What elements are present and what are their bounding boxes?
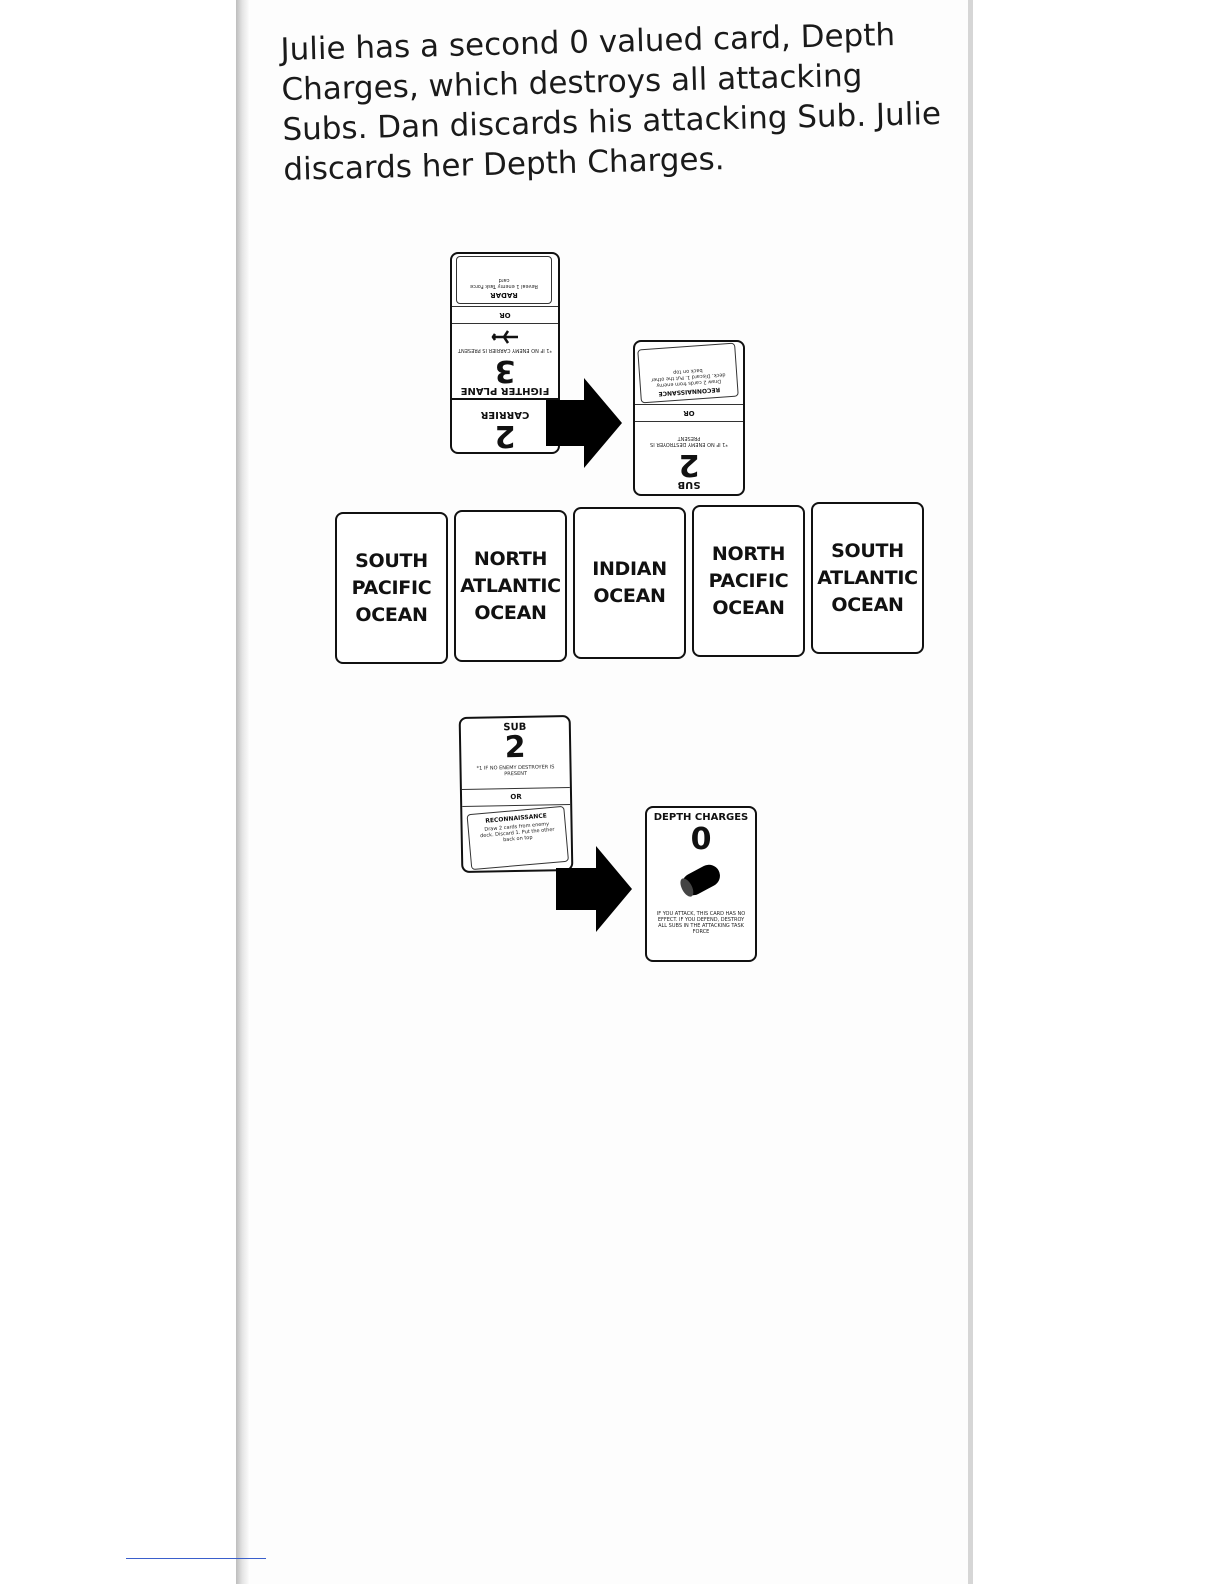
depth-charges-card: DEPTH CHARGES 0 IF YOU ATTACK, THIS CARD… [645, 806, 757, 962]
radar-text: Reveal 1 enemy Task Force card [470, 277, 538, 289]
ocean-line: OCEAN [712, 596, 785, 619]
ocean-line: PACIFIC [708, 569, 789, 592]
top-recon-inner-card: RECONNAISSANCE Draw 2 cards from enemy d… [637, 342, 739, 404]
carrier-card-value: 2 [494, 418, 516, 453]
ocean-line: OCEAN [474, 601, 547, 624]
fighter-or-band: OR [452, 306, 558, 324]
top-sub-or-band: OR [635, 404, 743, 422]
ocean-line: NORTH [473, 547, 548, 570]
page-scan [250, 0, 968, 1584]
depth-charges-name: DEPTH CHARGES [653, 812, 749, 823]
ocean-card-south-atlantic: SOUTH ATLANTIC OCEAN [811, 502, 924, 654]
page-edge-right [968, 0, 973, 1584]
ocean-line: SOUTH [355, 549, 428, 572]
fighter-plane-card: FIGHTER PLANE 3 *1 IF NO ENEMY CARRIER I… [452, 252, 558, 398]
attack-arrow-top [546, 378, 622, 468]
ocean-line: ATLANTIC [460, 574, 561, 597]
carrier-card-name: CARRIER [480, 409, 530, 420]
bottom-recon-inner-card: RECONNAISSANCE Draw 2 cards from enemy d… [466, 805, 570, 871]
radar-name: RADAR [490, 291, 518, 299]
bottom-sub-condition: *1 IF NO ENEMY DESTROYER IS PRESENT [476, 764, 555, 778]
ocean-line: OCEAN [355, 603, 428, 626]
ocean-line: OCEAN [831, 593, 904, 616]
instruction-paragraph: Julie has a second 0 valued card, Depth … [280, 16, 942, 188]
radar-inner-card: RADAR Reveal 1 enemy Task Force card [456, 256, 552, 304]
ocean-card-north-atlantic: NORTH ATLANTIC OCEAN [454, 510, 567, 662]
ocean-card-indian: INDIAN OCEAN [573, 507, 686, 659]
ocean-line: SOUTH [831, 539, 904, 562]
depth-charges-value: 0 [690, 822, 712, 857]
carrier-card-strip: 2 CARRIER [452, 398, 558, 453]
top-stack: 2 CARRIER FIGHTER PLANE 3 *1 IF NO ENEMY… [450, 252, 560, 454]
plane-icon [491, 330, 518, 344]
ocean-line: INDIAN [592, 558, 667, 580]
bottom-rule [126, 1558, 266, 1559]
depth-charges-text: IF YOU ATTACK, THIS CARD HAS NO EFFECT. … [656, 911, 746, 935]
fighter-plane-condition: *1 IF NO ENEMY CARRIER IS PRESENT [457, 347, 553, 353]
ocean-card-south-pacific: SOUTH PACIFIC OCEAN [335, 512, 448, 664]
top-defender-card: SUB 2 *1 IF NO ENEMY DESTROYER IS PRESEN… [633, 340, 745, 496]
bottom-sub-or-band: OR [461, 787, 571, 807]
bottom-sub-value: 2 [504, 729, 526, 766]
ocean-card-north-pacific: NORTH PACIFIC OCEAN [692, 505, 805, 657]
fighter-plane-value: 3 [494, 353, 516, 388]
top-sub-condition: *1 IF NO ENEMY DESTROYER IS PRESENT [650, 435, 728, 447]
ocean-line: ATLANTIC [817, 566, 918, 589]
top-sub-value: 2 [678, 447, 700, 482]
attack-arrow-bottom [556, 846, 632, 932]
page-edge-left [236, 0, 250, 1584]
ocean-line: OCEAN [593, 585, 666, 607]
depth-charge-barrel-icon [680, 864, 720, 897]
ocean-line: PACIFIC [351, 576, 432, 599]
ocean-line: NORTH [711, 542, 786, 565]
